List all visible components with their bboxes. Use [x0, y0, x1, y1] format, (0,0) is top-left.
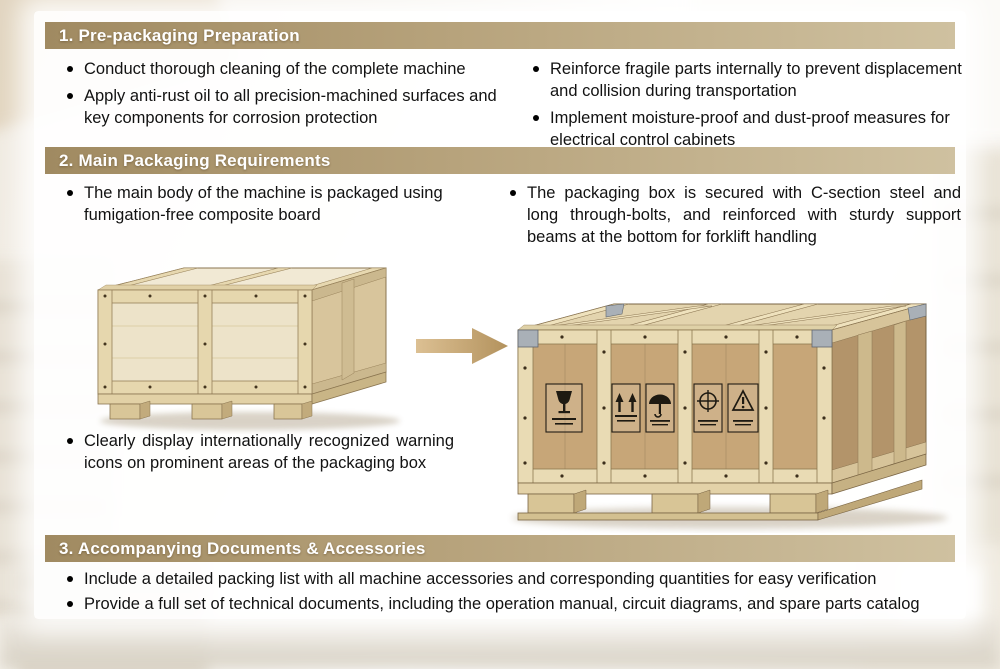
section-1-left-list: Conduct thorough cleaning of the complet… — [62, 58, 510, 134]
section-1-header: 1. Pre-packaging Preparation — [45, 22, 955, 49]
bullet-item: Implement moisture-proof and dust-proof … — [528, 107, 962, 151]
bullet-item: Reinforce fragile parts internally to pr… — [528, 58, 962, 102]
keep-dry-icon — [649, 394, 671, 426]
section-1-right-list: Reinforce fragile parts internally to pr… — [528, 58, 962, 156]
section-2-left-list-top: The main body of the machine is packaged… — [62, 182, 482, 231]
bolt-heads — [103, 294, 307, 389]
bolt-heads — [523, 335, 826, 478]
section-2-right-list: The packaging box is secured with C-sect… — [505, 182, 961, 253]
plywood-crate-image — [97, 267, 400, 430]
bullet-item: Include a detailed packing list with all… — [62, 568, 962, 590]
fragile-icon — [552, 391, 576, 425]
section-2-header: 2. Main Packaging Requirements — [45, 147, 955, 174]
bullet-item: Provide a full set of technical document… — [62, 593, 962, 615]
bullet-item: Conduct thorough cleaning of the complet… — [62, 58, 510, 80]
center-of-gravity-icon — [697, 390, 719, 426]
section-2-left-list-bottom: Clearly display internationally recogniz… — [62, 430, 454, 479]
right-arrow-icon — [416, 328, 508, 364]
packed-crate-image — [512, 303, 948, 529]
warning-triangle-icon — [731, 389, 755, 426]
bullet-item: Apply anti-rust oil to all precision-mac… — [62, 85, 510, 129]
this-way-up-icon — [615, 393, 637, 422]
warning-labels — [545, 383, 759, 433]
section-3-header: 3. Accompanying Documents & Accessories — [45, 535, 955, 562]
bullet-item: The packaging box is secured with C-sect… — [505, 182, 961, 248]
section-3-list: Include a detailed packing list with all… — [62, 568, 962, 618]
metal-corner-brackets — [517, 303, 927, 348]
background-floor — [0, 618, 1000, 669]
bullet-item: Clearly display internationally recogniz… — [62, 430, 454, 474]
bullet-item: The main body of the machine is packaged… — [62, 182, 482, 226]
